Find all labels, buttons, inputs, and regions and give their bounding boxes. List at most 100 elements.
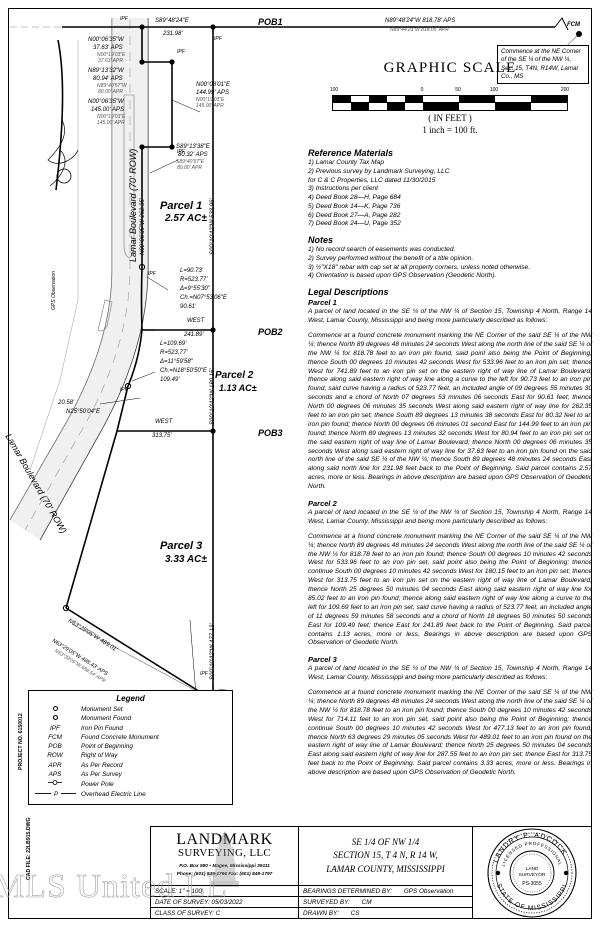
fcm-leader — [554, 17, 569, 31]
surveyed-value: CM — [361, 898, 372, 906]
vegetation-symbol — [47, 119, 79, 164]
note-item: 3) ½"X18" rebar with cap set at all prop… — [308, 263, 531, 271]
pob-abbrev: POB — [48, 743, 62, 751]
scale-row: SCALE: 1" = 100' — [151, 885, 298, 896]
ipf-label-nw: IPF — [120, 16, 128, 22]
drawn-value: CS — [350, 909, 360, 917]
fcm-abbrev: FCM — [48, 733, 62, 741]
monument-markers — [62, 24, 216, 703]
surveyor-seal: LANDRY P. ADCOCK LICENSED PROFESSIONAL S… — [486, 827, 578, 919]
parcel-2-name: Parcel 2 — [215, 370, 254, 381]
scale-tick-0: 100 — [329, 87, 339, 93]
legend-row: P Overhead Electric Line — [29, 790, 232, 800]
surveyor-seal-panel: LANDRY P. ADCOCK LICENSED PROFESSIONAL S… — [473, 827, 591, 918]
dim-262-35: N00°06'35"W 262.35' — [140, 198, 146, 255]
legal-title-line-1: SE 1/4 OF NW 1/4 — [351, 836, 420, 847]
legend-label: Overhead Electric Line — [81, 791, 146, 799]
class-value: C — [215, 909, 221, 917]
company-address: P.O. Box 580 • Magee, Mississippi 39111 — [179, 864, 270, 869]
date-row: DATE OF SURVEY: 05/03/2022 — [151, 896, 298, 907]
row-abbrev: ROW — [47, 752, 63, 760]
note-item: 4) Orientation is based upon GPS Observa… — [308, 272, 497, 280]
scale-tick-3: 100 — [489, 87, 499, 93]
class-row: CLASS OF SURVEY: C — [151, 907, 298, 918]
curve-1-delta: Δ=9°55'30" — [180, 286, 210, 292]
parcel-1-intro: A parcel of land located in the SE ¼ of … — [308, 308, 592, 325]
notes-heading: Notes — [308, 235, 334, 246]
reference-item: for C & C Properties, LLC dated 11/30/20… — [308, 176, 436, 184]
reference-item: 4) Deed Book 28—H, Page 684 — [308, 194, 401, 202]
pob3-marker — [210, 428, 216, 434]
legend-row: APS As Per Survey — [29, 770, 232, 779]
bearings-value: GPS Observation — [403, 887, 454, 895]
seal-license-number: PS-3055 — [522, 881, 542, 887]
road-fill — [10, 18, 148, 540]
drawn-row: DRAWN BY: CS — [299, 907, 472, 918]
commence-callout-box: Commence at the NE Corner of the SE ¼ of… — [497, 45, 589, 85]
curve-1-chord: Ch.=N07°53'06"E — [180, 295, 227, 301]
legal-title-line-2: SECTION 15, T 4 N, R 14 W, — [333, 850, 438, 861]
ipf-label-jog1: IPF — [177, 49, 185, 55]
leader-line — [171, 99, 201, 113]
dim-80-32-bearing: S89°13'38"E — [176, 144, 210, 150]
aps-abbrev: APS — [48, 770, 62, 778]
legend-label: Power Pole — [81, 780, 114, 788]
leader-line — [146, 276, 169, 291]
title-block: LANDMARK SURVEYING, LLC P.O. Box 580 • M… — [150, 826, 592, 919]
dim-145-bearing: N00°06'35"W — [88, 99, 124, 105]
leader-line — [99, 397, 141, 405]
ipf-label-tail: IPF — [200, 671, 208, 677]
commence-callout-text: Commence at the NE Corner of the SE ¼ of… — [501, 48, 581, 81]
pob1-label: POB1 — [258, 17, 283, 27]
leader-line — [189, 619, 197, 696]
title-block-middle: SE 1/4 OF NW 1/4 SECTION 15, T 4 N, R 14… — [299, 827, 473, 918]
parcel-2-body: Commence at a found concrete monument ma… — [308, 532, 592, 647]
parcel3-west-row-line — [65, 430, 118, 609]
reference-item: 3) Instructions per client — [308, 185, 378, 193]
iron-pin-found-marker — [169, 144, 175, 150]
title-block-left-rows: SCALE: 1" = 100' DATE OF SURVEY: 05/03/2… — [151, 885, 298, 918]
leader-line — [149, 159, 179, 174]
pob2-label: POB2 — [258, 327, 283, 337]
dim-p1-west-label: WEST — [187, 318, 205, 324]
curve-1-L: L=90.73' — [180, 268, 204, 274]
iron-pin-found-marker — [124, 382, 132, 390]
iron-pin-found-marker — [138, 263, 146, 271]
curve-1-chord-dist: 90.61' — [180, 304, 197, 310]
ipf-label-curve1: IPF — [148, 271, 156, 277]
legend-label: As Per Record — [81, 761, 123, 769]
legend-label: Right of Way — [81, 752, 118, 760]
fcm-label: FCM — [567, 22, 580, 28]
company-phone: Phone: (601) 849-1796 Fax: (601) 849-179… — [176, 871, 273, 877]
road-centerline — [24, 20, 131, 531]
iron-pin-found-marker — [139, 144, 145, 150]
bearings-row: BEARINGS DETERMINED BY: GPS Observation — [299, 885, 472, 896]
dim-n2550-bearing: 20.58' — [58, 400, 75, 406]
legal-title-line-3: LAMAR COUNTY, MISSISSIPPI — [326, 863, 445, 874]
tree-trunk-symbol — [55, 39, 64, 191]
graphic-scale-ticks: 100 0 50 100 200 — [329, 87, 569, 95]
vegetation-symbol — [56, 168, 72, 184]
drawing-svg — [9, 18, 300, 703]
svg-text:STATE OF MISSISSIPPI: STATE OF MISSISSIPPI — [495, 882, 569, 911]
curve-2-chord-dist: 109.49' — [160, 377, 180, 383]
dim-145-apr-dist: 145.00' APR — [97, 120, 125, 126]
parcel-1-heading: Parcel 1 — [308, 298, 337, 308]
gps-observation-note: GPS Observation — [51, 271, 57, 310]
scale-value: 1" = 100' — [178, 887, 203, 895]
dim-144-bearing: N00°08'01"E — [196, 82, 231, 88]
graphic-scale: GRAPHIC SCALE 100 0 50 100 200 — [305, 60, 595, 135]
overhead-line-icon: P — [29, 790, 81, 800]
dim-80-94-bearing: N89°13'32"W — [88, 68, 124, 74]
dim-533-96: S00°10'42"W 533.96' — [210, 198, 216, 255]
legend-row: POB Point of Beginning — [29, 742, 232, 751]
iron-pin-found-marker — [62, 604, 70, 612]
parcel-3-body: Commence at a found concrete monument ma… — [308, 689, 592, 777]
legend-box: Legend Monument Set Monument Found IPF I… — [28, 690, 233, 805]
seal-bottom-arc-text: STATE OF MISSISSIPPI — [495, 882, 568, 911]
reference-materials-heading: Reference Materials — [308, 148, 394, 158]
curve-2-L: L=109.69' — [160, 341, 187, 347]
scale-label: SCALE: — [155, 887, 178, 895]
parcel-3-intro: A parcel of land located in the SE ¼ of … — [308, 665, 592, 682]
iron-pin-found-marker — [169, 59, 175, 65]
